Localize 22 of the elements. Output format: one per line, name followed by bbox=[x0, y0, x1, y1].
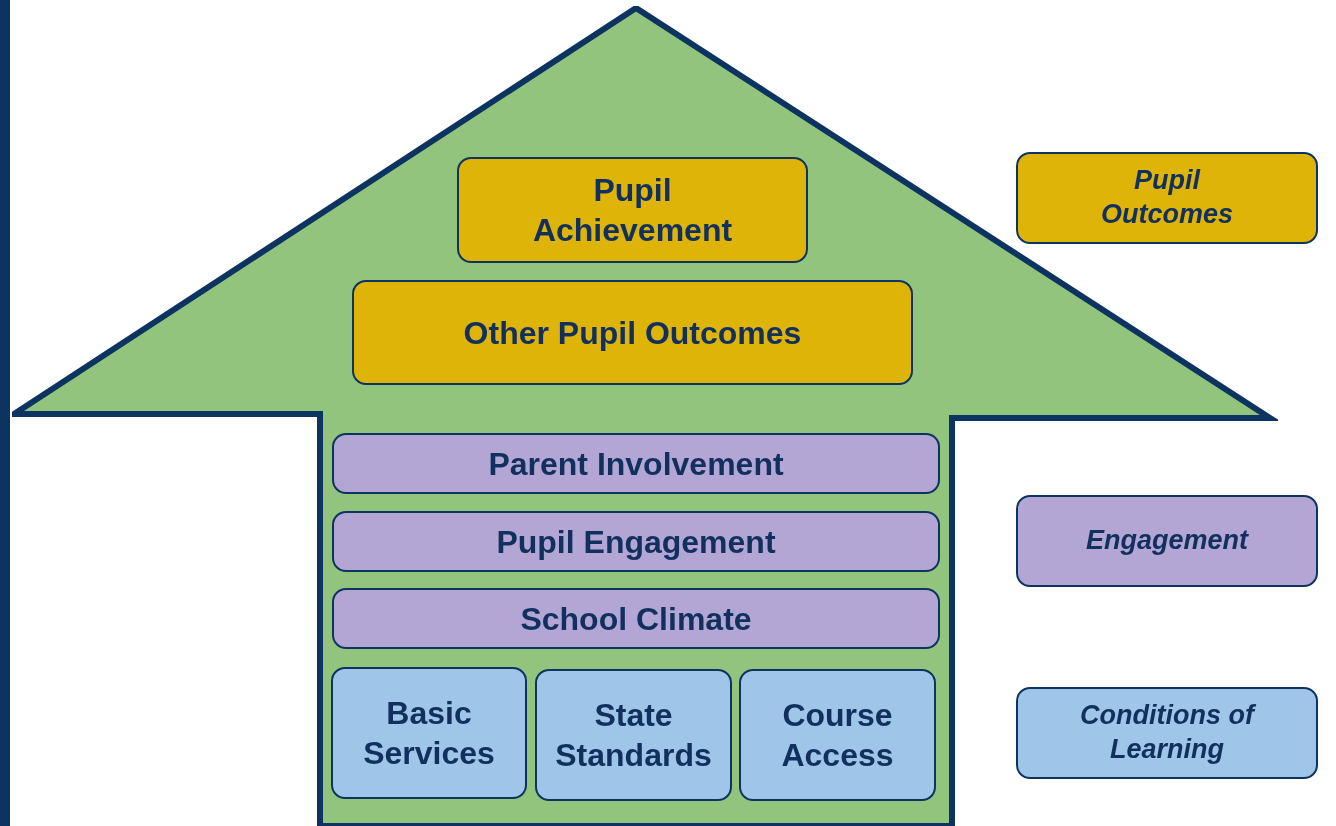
engagement-box bbox=[332, 433, 940, 494]
box-label: Parent Involvement bbox=[488, 444, 784, 484]
box-label: Pupil Outcomes bbox=[1099, 164, 1234, 231]
box-label: Pupil Engagement bbox=[496, 522, 776, 562]
box-label: Basic Services bbox=[362, 694, 496, 773]
outcome-box bbox=[457, 157, 808, 263]
condition-box bbox=[1016, 687, 1318, 779]
box-label: Engagement bbox=[1086, 524, 1248, 558]
outcome-box bbox=[1016, 152, 1318, 244]
box-label: Other Pupil Outcomes bbox=[463, 313, 802, 353]
engagement-box bbox=[332, 511, 940, 572]
outcome-box bbox=[352, 280, 913, 385]
condition-box bbox=[739, 669, 936, 801]
condition-box bbox=[535, 669, 732, 801]
engagement-box bbox=[1016, 495, 1318, 587]
box-label: Conditions of Learning bbox=[1079, 699, 1257, 766]
condition-box bbox=[331, 667, 527, 799]
box-label: State Standards bbox=[554, 696, 713, 775]
engagement-box bbox=[332, 588, 940, 649]
box-label: Pupil Achievement bbox=[531, 171, 734, 250]
box-label: Course Access bbox=[780, 696, 895, 775]
box-label: School Climate bbox=[520, 599, 752, 639]
